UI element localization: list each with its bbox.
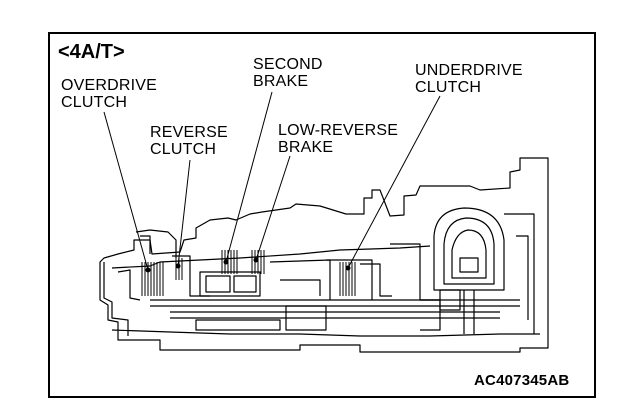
label-underdrive-clutch-line2: CLUTCH [415,79,482,96]
label-reverse-clutch-line2: CLUTCH [150,141,217,158]
label-second-brake: SECOND BRAKE [253,56,323,90]
dot-underdrive-clutch [345,265,351,271]
transfer-gear [433,207,505,291]
label-reverse-clutch: REVERSE CLUTCH [150,124,228,158]
leader-overdrive-clutch [103,111,149,271]
mid-gear [285,305,327,331]
label-overdrive-clutch-line2: CLUTCH [61,94,128,111]
ring-gear [195,319,281,331]
label-low-reverse-brake-line2: BRAKE [278,139,334,156]
dot-reverse-clutch [175,263,181,269]
label-second-brake-line1: SECOND [253,56,323,73]
front-housing-detail-2 [117,269,141,301]
underdrive-piston [360,263,392,297]
front-housing-detail [103,262,129,336]
figure-code: AC407345AB [474,372,570,389]
label-low-reverse-brake-line1: LOW-REVERSE [278,122,399,139]
diagram-frame [48,32,596,398]
underdrive-clutch-pack [339,262,356,296]
planetary-gear-rear [233,275,257,293]
transmission-case-outline [99,157,549,353]
right-housing [504,213,535,334]
planetary-gear-front [205,275,231,293]
inner-housing-upper [111,245,431,269]
overdrive-clutch-pack [141,262,164,296]
label-low-reverse-brake: LOW-REVERSE BRAKE [278,122,398,156]
label-overdrive-clutch-line1: OVERDRIVE [61,77,158,94]
label-reverse-clutch-line1: REVERSE [150,124,228,141]
right-housing-2 [516,235,529,320]
underdrive-clutch-drum [326,259,373,300]
oil-pump-housing [135,229,177,258]
rear-output [420,299,441,331]
leader-underdrive-clutch [347,95,441,269]
reverse-clutch-pack [175,258,183,280]
dot-overdrive-clutch [145,267,151,273]
diagram-title: <4A/T> [58,41,125,63]
inner-housing-lower [111,329,540,337]
reverse-clutch-drum [172,255,210,297]
label-overdrive-clutch: OVERDRIVE CLUTCH [61,77,157,111]
label-underdrive-clutch: UNDERDRIVE CLUTCH [415,62,523,96]
leader-reverse-clutch [177,159,191,267]
mid-housing-2 [280,279,321,296]
label-second-brake-line2: BRAKE [253,73,309,90]
oil-pump-housing-inner [140,235,151,254]
dot-low-reverse-brake [253,257,259,263]
dot-second-brake [223,259,229,265]
output-shaft [463,290,475,334]
leader-low-reverse-brake [255,155,291,261]
planetary-carrier [199,271,261,297]
leader-second-brake [225,91,273,263]
label-underdrive-clutch-line1: UNDERDRIVE [415,62,523,79]
rear-housing [390,243,440,301]
